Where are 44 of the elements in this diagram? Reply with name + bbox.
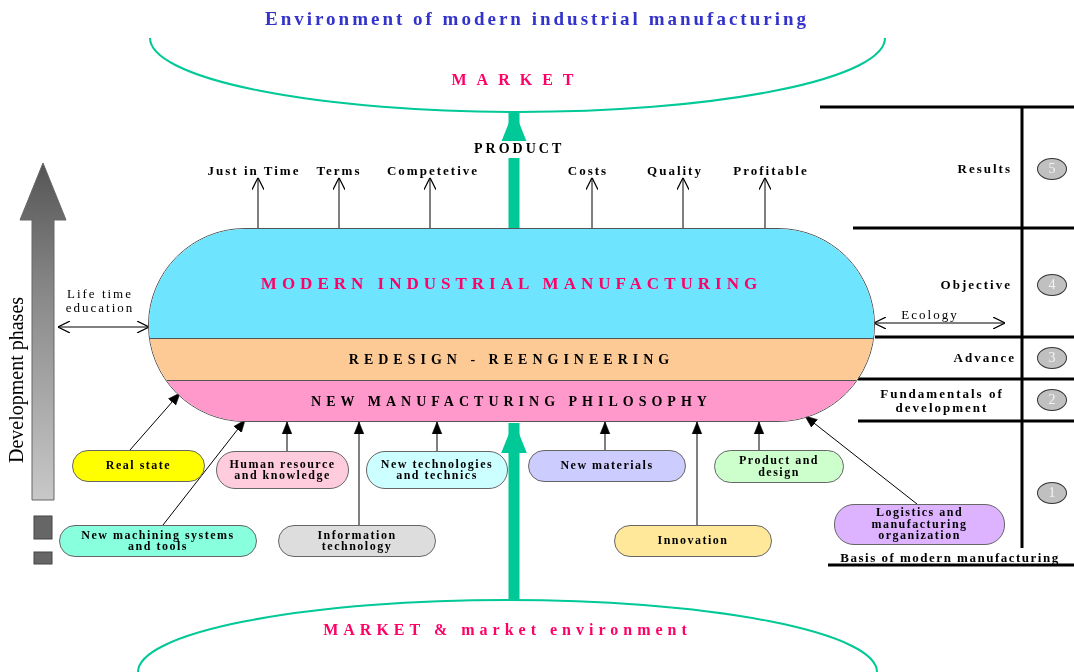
arrow: [431, 421, 443, 452]
edge-label: Life time education: [64, 287, 136, 315]
capsule-band: MODERN INDUSTRIAL MANUFACTURING: [149, 229, 874, 338]
arrow: [129, 392, 181, 451]
factor-pill: Information technology: [278, 525, 436, 557]
market-label: MARKET: [450, 72, 585, 89]
result-label: Profitable: [721, 164, 821, 178]
arrow: [423, 177, 437, 230]
result-label: Quality: [635, 164, 715, 178]
row-label: Results: [956, 162, 1012, 176]
row-label: Fundamentals of development: [879, 387, 1005, 415]
arrow: [251, 177, 265, 230]
factor-pill: Logistics and manufacturing organization: [834, 504, 1005, 545]
arrow: [332, 177, 346, 230]
arrow: [873, 316, 1006, 330]
factor-pill: Product and design: [714, 450, 844, 483]
factor-pill: Human resource and knowledge: [216, 451, 349, 489]
factor-pill: Real state: [72, 450, 205, 482]
row-label: Objective: [939, 278, 1012, 292]
diagram-title: Environment of modern industrial manufacturing: [263, 9, 811, 29]
arrow: [501, 111, 527, 229]
result-label: Costs: [548, 164, 628, 178]
arrow: [501, 422, 527, 600]
arrow: [758, 177, 772, 230]
market-label: MARKET & market environment: [322, 622, 693, 639]
arrow: [57, 320, 150, 334]
axis-title: Development phases: [6, 295, 27, 466]
arrow: [676, 177, 690, 230]
row-label: Basis of modern manufacturing: [839, 551, 1061, 565]
arrow: [599, 421, 611, 451]
arrow: [353, 421, 365, 526]
edge-label: Ecology: [900, 308, 960, 322]
arrow: [585, 177, 599, 230]
factor-pill: New machining systems and tools: [59, 525, 257, 557]
result-label: Competetive: [378, 164, 488, 178]
arrow: [753, 421, 765, 451]
factor-pill: New technologies and technics: [366, 451, 508, 489]
arrow: [281, 421, 293, 452]
row-label: Advance: [952, 351, 1016, 365]
factor-pill: Innovation: [614, 525, 772, 557]
factor-pill: New materials: [528, 450, 686, 482]
arrow: [804, 415, 918, 505]
capsule-band: REDESIGN - REENGINEERING: [149, 338, 874, 380]
arrow: [691, 421, 703, 526]
